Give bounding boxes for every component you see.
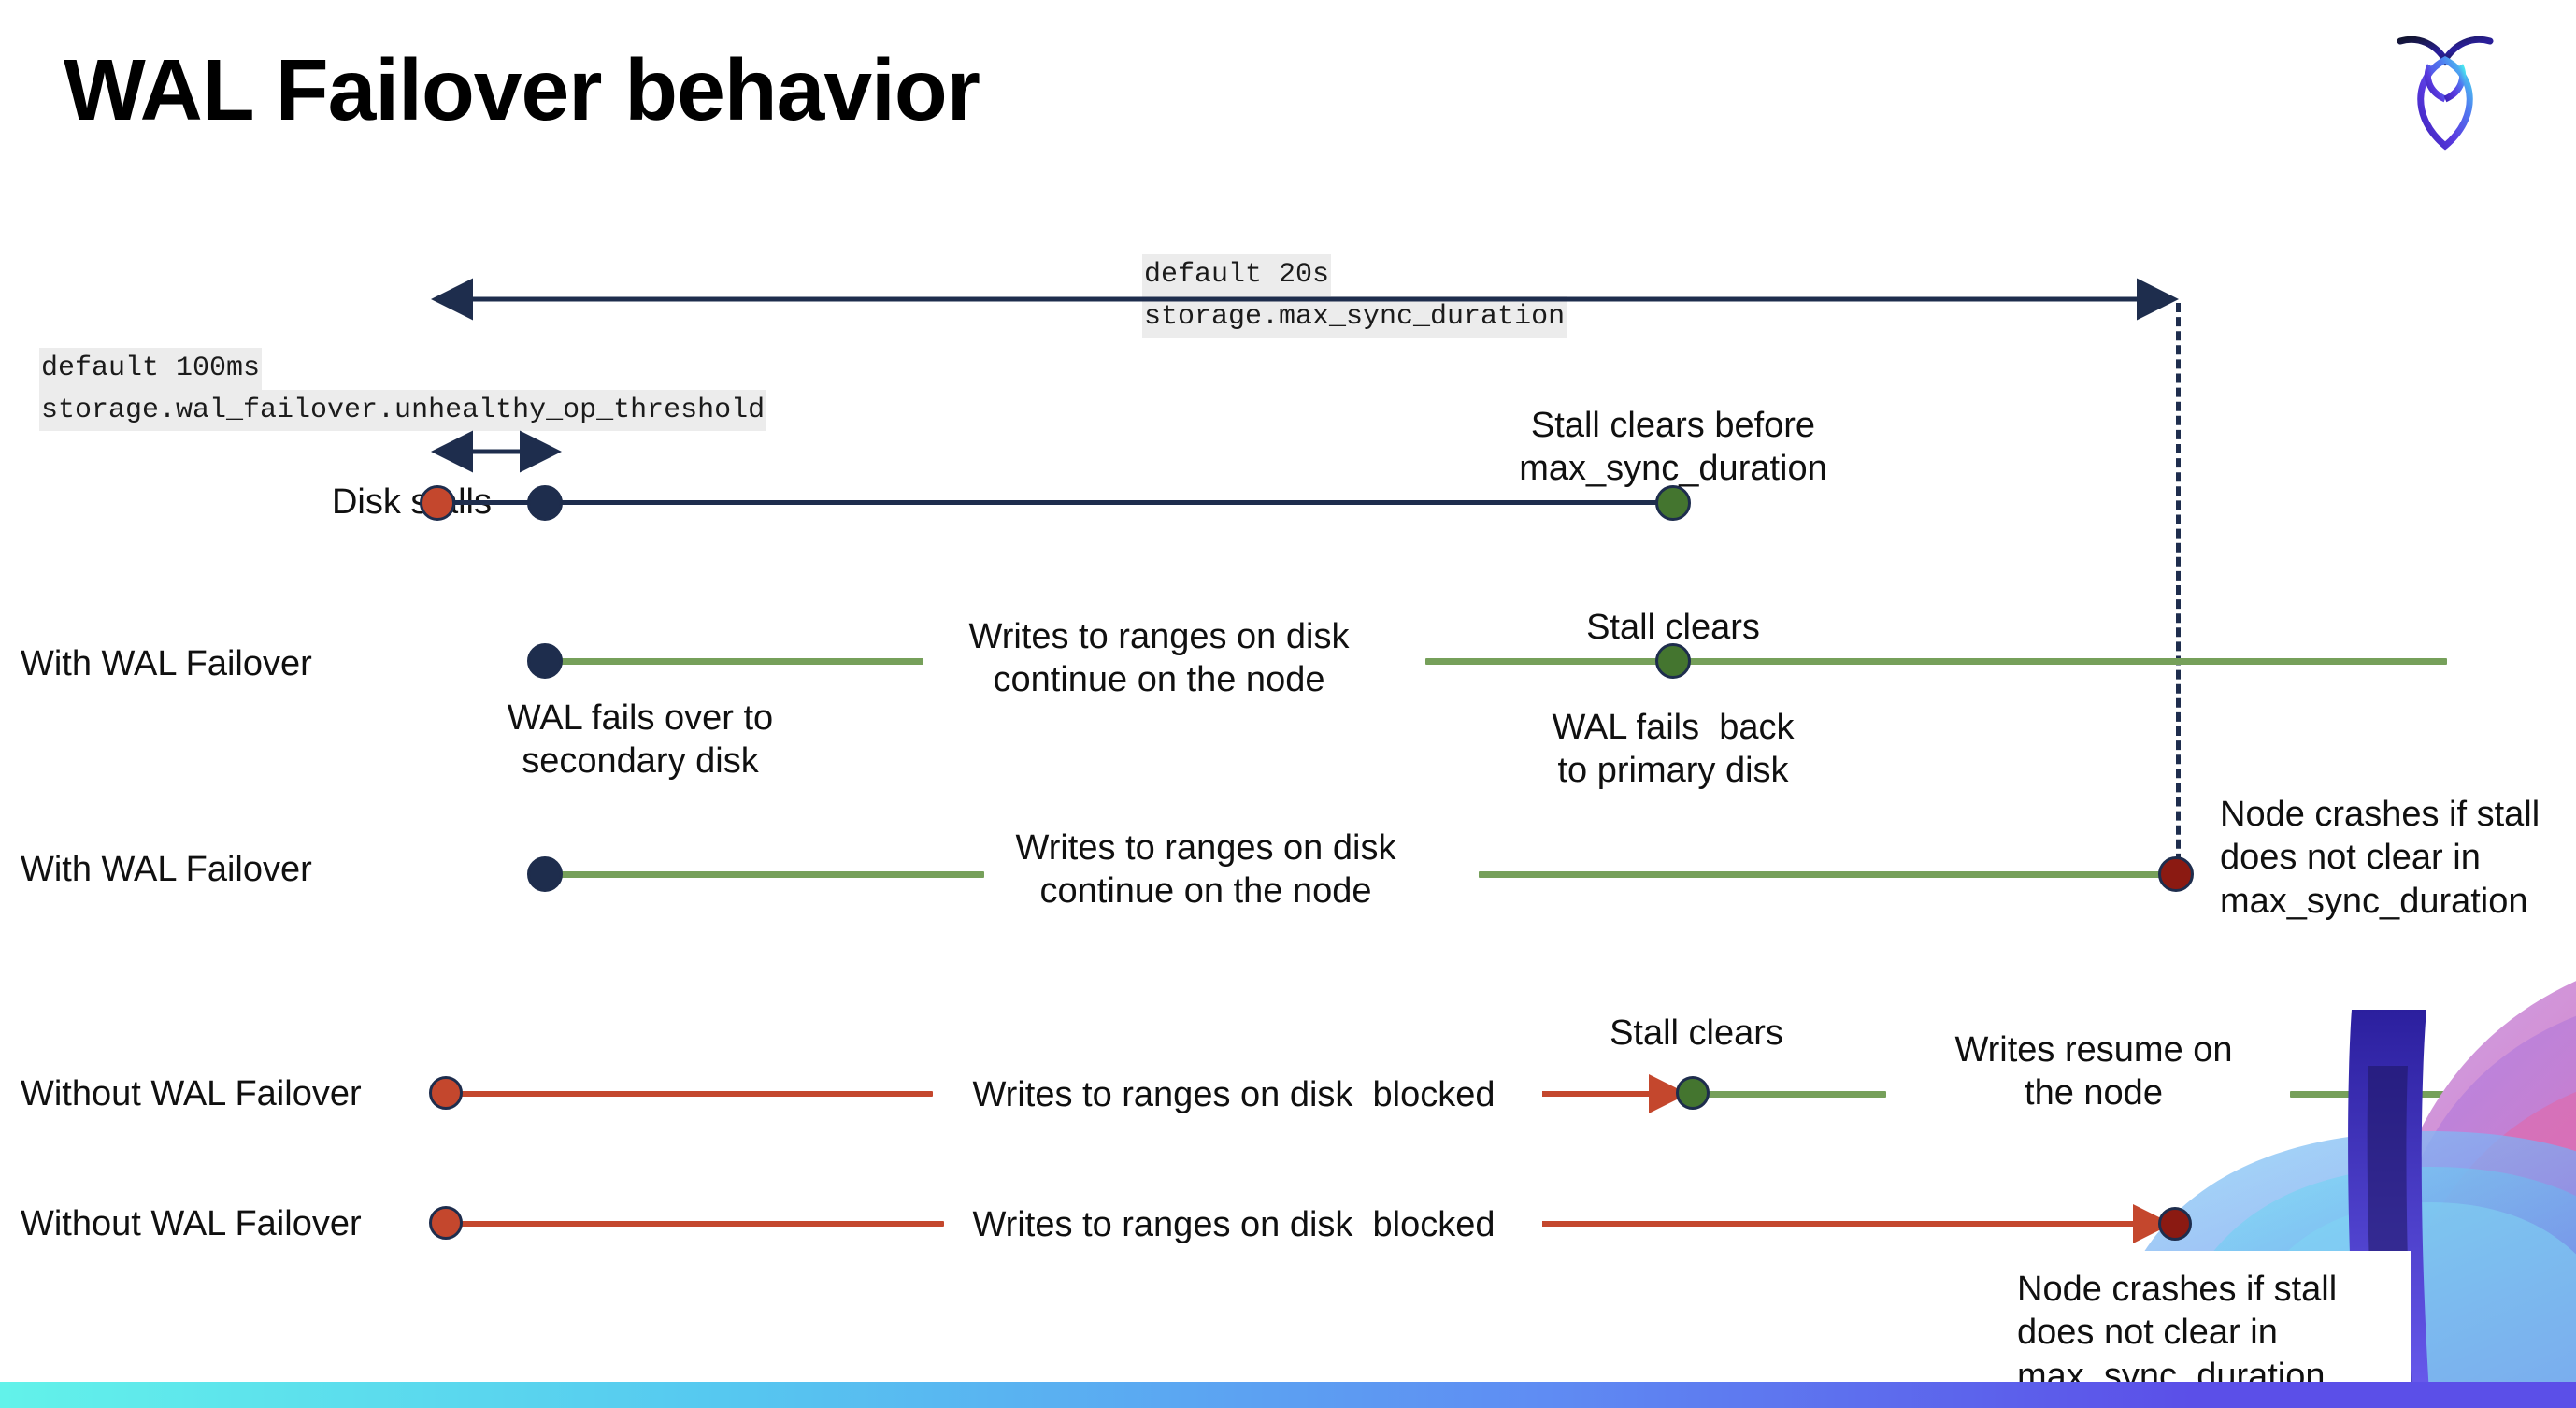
- without-failover-clears-track-b: [1694, 1091, 1886, 1098]
- with-failover-clears-track-b: [1425, 658, 2447, 665]
- with-failover-clears-track-a: [545, 658, 923, 665]
- disk-stalls-clear-dot: [1655, 485, 1691, 521]
- row-label-without-failover-clears: Without WAL Failover: [21, 1074, 362, 1113]
- disk-stalls-clear-note: Stall clears before max_sync_duration: [1519, 406, 1827, 489]
- disk-stalls-track: [437, 500, 1673, 505]
- page-title: WAL Failover behavior: [64, 41, 980, 138]
- cockroachdb-logo: [2391, 28, 2499, 153]
- with-failover-failback-dot: [1655, 643, 1691, 679]
- with-failover-start-note: WAL fails over to secondary disk: [507, 698, 774, 782]
- max-sync-duration-chip: default 20s storage.max_sync_duration: [1142, 254, 1567, 338]
- without-failover-crash-note: Node crashes if stall does not clear in …: [2017, 1270, 2338, 1396]
- without-failover-clears-clear-dot: [1676, 1076, 1710, 1110]
- without-failover-clears-start-dot: [429, 1076, 463, 1110]
- unhealthy-op-setting-label: storage.wal_failover.unhealthy_op_thresh…: [39, 389, 767, 432]
- without-failover-resume-note: Writes resume on the node: [1954, 1030, 2233, 1113]
- without-failover-crash-start-dot: [429, 1206, 463, 1240]
- without-failover-crash-blocked-note: Writes to ranges on disk blocked: [972, 1205, 1496, 1244]
- without-failover-clear-note: Stall clears: [1610, 1013, 1783, 1053]
- without-failover-crash-track-a: [447, 1221, 944, 1227]
- with-failover-crash-middle-note: Writes to ranges on disk continue on the…: [1015, 828, 1396, 912]
- with-failover-clear-note: Stall clears: [1586, 608, 1760, 647]
- max-sync-setting-label: storage.max_sync_duration: [1142, 295, 1567, 338]
- without-failover-clears-blocked-note: Writes to ranges on disk blocked: [972, 1075, 1496, 1114]
- max-sync-duration-dropline: [2176, 303, 2181, 877]
- with-failover-failover-dot: [527, 643, 563, 679]
- with-failover-failback-note: WAL fails back to primary disk: [1552, 708, 1795, 791]
- with-failover-crash-failover-dot: [527, 856, 563, 892]
- without-failover-clears-track-a: [447, 1091, 933, 1097]
- unhealthy-op-default-label: default 100ms: [39, 348, 263, 390]
- disk-stalls-threshold-dot: [527, 485, 563, 521]
- with-failover-crash-track-b: [1479, 871, 2175, 878]
- without-failover-crash-dot: [2158, 1207, 2192, 1241]
- with-failover-crash-track-a: [545, 871, 984, 878]
- with-failover-clears-middle-note: Writes to ranges on disk continue on the…: [968, 617, 1350, 700]
- row-label-with-failover-clears: With WAL Failover: [21, 644, 312, 683]
- with-failover-crash-note: Node crashes if stall does not clear in …: [2220, 795, 2540, 921]
- row-label-with-failover-crash: With WAL Failover: [21, 850, 312, 889]
- disk-stalls-start-dot: [420, 485, 455, 521]
- max-sync-default-label: default 20s: [1142, 254, 1332, 296]
- with-failover-crash-dot: [2158, 856, 2194, 892]
- unhealthy-op-threshold-chip: default 100ms storage.wal_failover.unhea…: [39, 348, 767, 432]
- bottom-gradient-bar: [0, 1382, 2576, 1408]
- row-label-without-failover-crash: Without WAL Failover: [21, 1204, 362, 1243]
